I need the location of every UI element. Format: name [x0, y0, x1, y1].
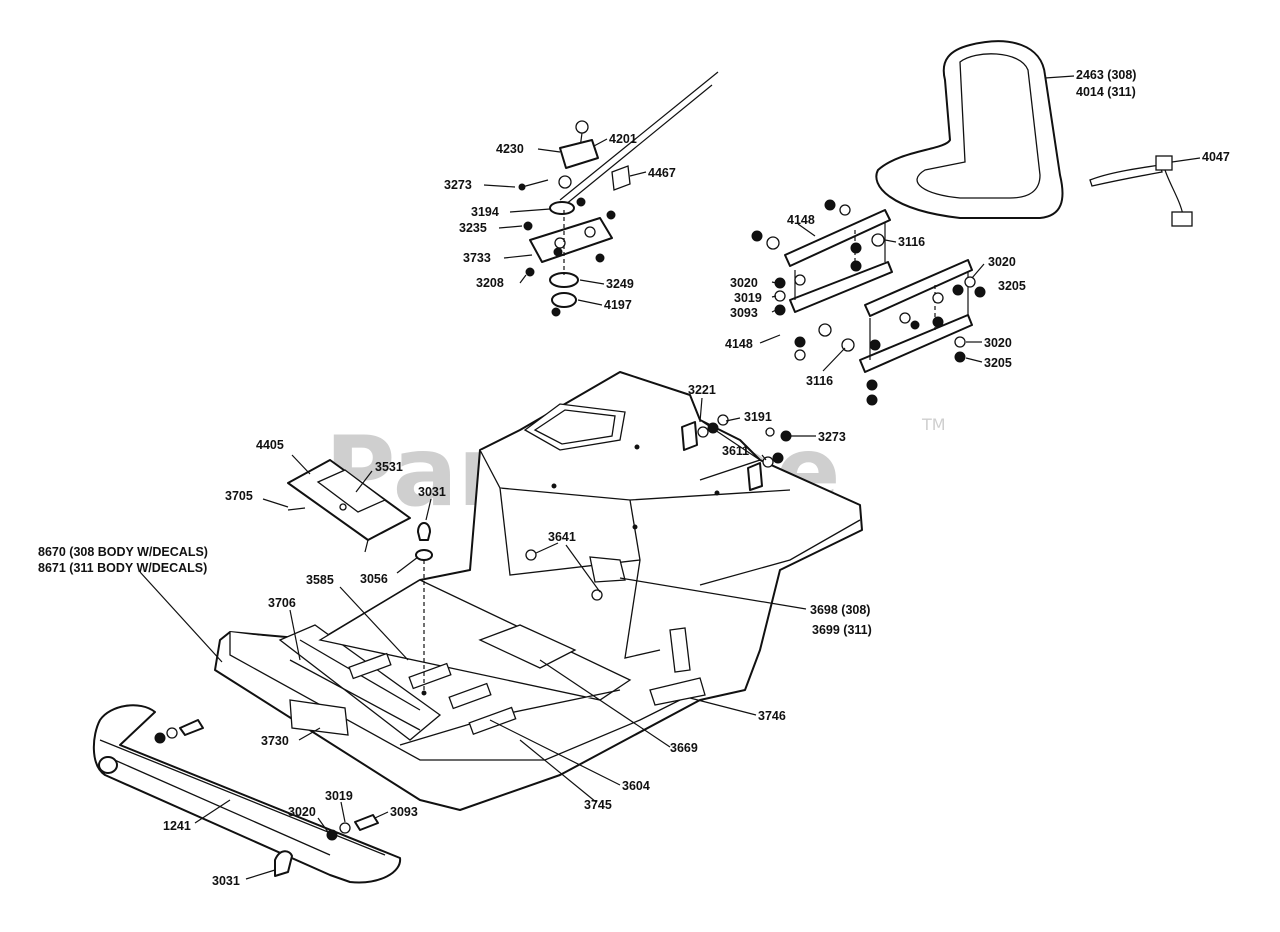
label-4467: 4467: [648, 166, 676, 180]
seat-hardware[interactable]: [751, 199, 986, 406]
label-3669: 3669: [670, 741, 698, 755]
label-3019-b: 3019: [325, 789, 353, 803]
label-8670: 8670 (308 BODY W/DECALS): [38, 545, 208, 559]
label-2463: 2463 (308): [1076, 68, 1136, 82]
label-3235: 3235: [459, 221, 487, 235]
label-3205-a: 3205: [998, 279, 1026, 293]
label-3699: 3699 (311): [812, 623, 872, 637]
label-3531: 3531: [375, 460, 403, 474]
watermark-trademark: TM: [921, 415, 946, 434]
label-3020-a: 3020: [730, 276, 758, 290]
label-3020-c: 3020: [984, 336, 1012, 350]
label-3116-b: 3116: [806, 374, 833, 388]
label-4014: 4014 (311): [1076, 85, 1136, 99]
rear-brackets[interactable]: [681, 414, 792, 491]
label-4201: 4201: [609, 132, 637, 146]
label-3194: 3194: [471, 205, 499, 219]
label-3730: 3730: [261, 734, 289, 748]
label-3705: 3705: [225, 489, 253, 503]
label-3020-b: 3020: [988, 255, 1016, 269]
callout-labels: 4230 4201 4467 3273 3194 3235 3733 3249 …: [38, 68, 1230, 888]
label-3604: 3604: [622, 779, 650, 793]
label-3611: 3611: [722, 444, 749, 458]
label-3019-a: 3019: [734, 291, 762, 305]
label-3056: 3056: [360, 572, 388, 586]
label-3116-a: 3116: [898, 235, 925, 249]
label-4047: 4047: [1202, 150, 1230, 164]
label-4230: 4230: [496, 142, 524, 156]
label-3273-a: 3273: [444, 178, 472, 192]
lift-lever-assembly[interactable]: [518, 71, 719, 317]
label-3641: 3641: [548, 530, 576, 544]
label-4405: 4405: [256, 438, 284, 452]
leader-lines: [139, 75, 1201, 880]
seat-bracket-upper[interactable]: [784, 209, 973, 373]
label-3031-a: 3031: [418, 485, 446, 499]
main-body[interactable]: [214, 371, 863, 811]
cover-plate[interactable]: [287, 459, 411, 553]
knob-assembly[interactable]: [415, 522, 433, 690]
seat[interactable]: [875, 40, 1064, 219]
label-3745: 3745: [584, 798, 612, 812]
label-3585: 3585: [306, 573, 334, 587]
seat-switch[interactable]: [1089, 155, 1193, 227]
label-4148-a: 4148: [787, 213, 815, 227]
label-4197: 4197: [604, 298, 632, 312]
label-3733: 3733: [463, 251, 491, 265]
label-3249: 3249: [606, 277, 634, 291]
label-3031-b: 3031: [212, 874, 240, 888]
label-3208: 3208: [476, 276, 504, 290]
front-bumper[interactable]: [92, 704, 402, 884]
label-3698: 3698 (308): [810, 603, 870, 617]
label-1241: 1241: [163, 819, 191, 833]
label-3205-b: 3205: [984, 356, 1012, 370]
label-3273-b: 3273: [818, 430, 846, 444]
label-3221: 3221: [688, 383, 716, 397]
label-3093-b: 3093: [390, 805, 418, 819]
label-3020-d: 3020: [288, 805, 316, 819]
label-3706: 3706: [268, 596, 296, 610]
label-8671: 8671 (311 BODY W/DECALS): [38, 561, 207, 575]
label-3746: 3746: [758, 709, 786, 723]
label-4148-b: 4148: [725, 337, 753, 351]
label-3093-a: 3093: [730, 306, 758, 320]
label-3191: 3191: [744, 410, 772, 424]
